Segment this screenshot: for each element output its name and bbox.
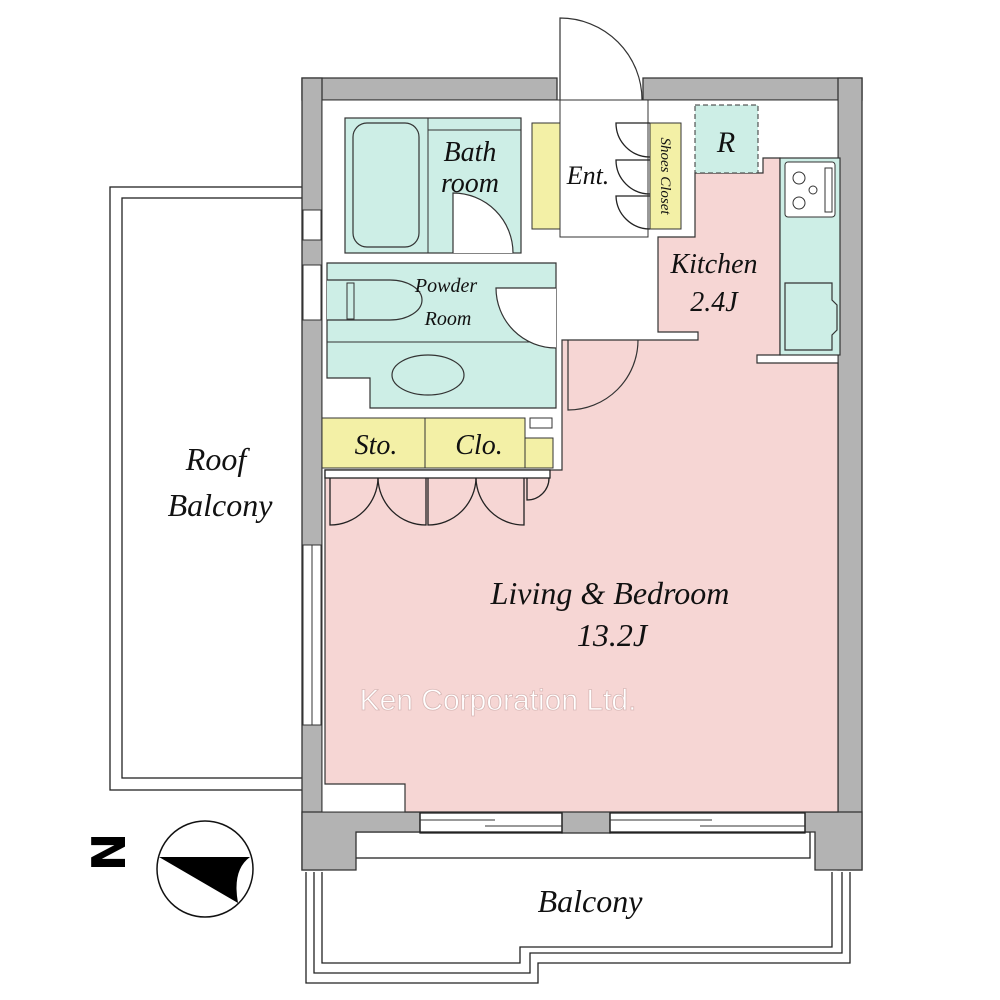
- toilet: [327, 279, 423, 321]
- living-bedroom-label: Living & Bedroom: [490, 575, 730, 611]
- wash-basin: [391, 354, 465, 396]
- powder-room-label: Powder: [414, 275, 477, 297]
- windows: [419, 812, 806, 834]
- roof-balcony-label: Roof: [185, 441, 251, 477]
- storage-shelf: [531, 122, 561, 230]
- north-arrow-icon: [159, 857, 250, 903]
- storage-label: Sto.: [355, 430, 398, 461]
- closet-doors: [324, 469, 551, 526]
- entrance-label: Ent.: [566, 161, 610, 190]
- watermark: Ken Corporation Ltd.: [360, 684, 637, 717]
- closet-label: Clo.: [455, 430, 502, 461]
- bathroom-label-2: room: [441, 168, 499, 199]
- shoes-closet: [649, 122, 682, 230]
- sink-icon: [784, 282, 838, 351]
- living-bedroom-size: 13.2J: [577, 617, 649, 653]
- refrigerator-label: R: [716, 126, 735, 159]
- bathroom-label: Bath: [444, 137, 497, 168]
- living-bedroom-area: [324, 157, 839, 813]
- powder-room-label-2: Room: [424, 308, 472, 330]
- kitchen-label: Kitchen: [669, 249, 757, 280]
- hall-door: [567, 339, 639, 411]
- bathtub: [352, 122, 420, 248]
- shoes-closet-label: Shoes Closet: [657, 137, 673, 215]
- storage: [321, 417, 426, 469]
- closet: [424, 417, 526, 469]
- compass: N: [82, 820, 254, 918]
- entrance-door: [559, 17, 643, 101]
- bath-door: [452, 192, 514, 254]
- roof-balcony-label-2: Balcony: [168, 487, 274, 523]
- balcony-label: Balcony: [538, 883, 644, 919]
- powder-door: [495, 287, 557, 349]
- refrigerator-space: [694, 104, 759, 174]
- shoes-closet-doors: [615, 122, 651, 230]
- north-label: N: [82, 833, 136, 872]
- stove-icon: [784, 161, 836, 218]
- kitchen-size: 2.4J: [690, 287, 739, 318]
